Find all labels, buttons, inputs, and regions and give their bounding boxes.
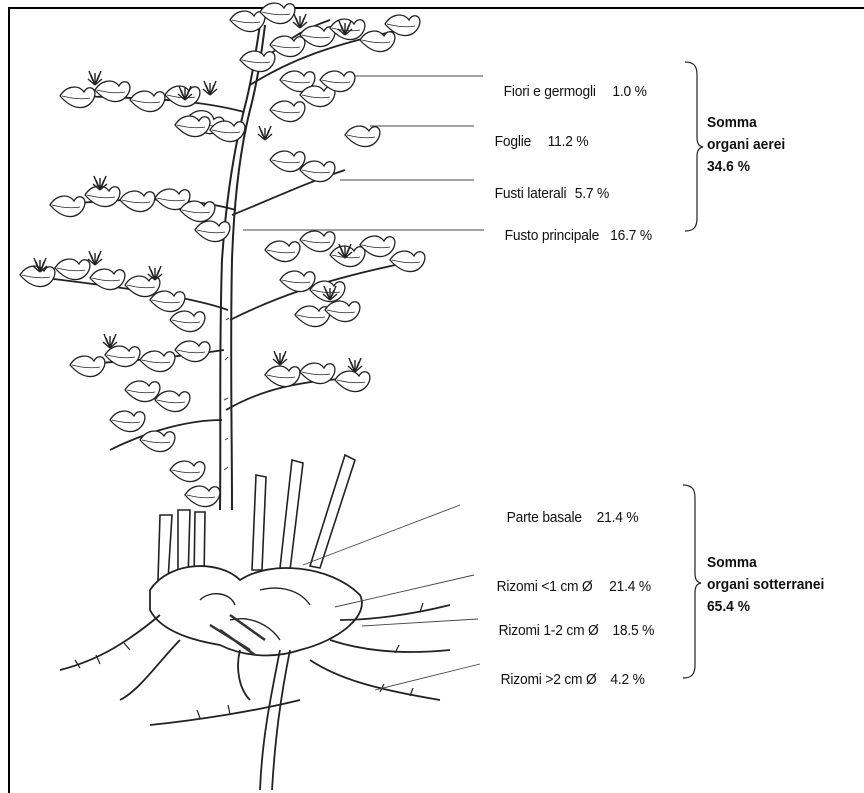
label-name: Fusto principale (505, 227, 599, 244)
aerial-sum-line2: organi aerei (707, 134, 785, 156)
label-name: Rizomi >2 cm Ø (501, 671, 597, 688)
underground-sum-line1: Somma (707, 552, 824, 574)
label-name: Fiori e germogli (504, 83, 596, 100)
label-value: 1.0 % (612, 83, 646, 100)
aerial-sum-line1: Somma (707, 112, 785, 134)
main-stem (220, 25, 265, 510)
brace-underground (683, 485, 701, 678)
label-leaves: Foglie 11.2 % (480, 116, 588, 167)
label-name: Fusti laterali (495, 185, 567, 202)
label-rhizomes-1-2cm: Rizomi 1-2 cm Ø 18.5 % (484, 605, 654, 656)
label-name: Parte basale (507, 509, 582, 526)
label-value: 21.4 % (597, 509, 639, 526)
underground-sum-value: 65.4 % (707, 596, 824, 618)
label-basal-part: Parte basale 21.4 % (492, 492, 638, 543)
label-value: 4.2 % (610, 671, 644, 688)
brace-aerial (685, 62, 703, 231)
aerial-sum: Somma organi aerei 34.6 % (707, 112, 785, 178)
label-flowers-buds: Fiori e germogli 1.0 % (489, 66, 647, 117)
underground-sum: Somma organi sotterranei 65.4 % (707, 552, 824, 618)
underground-sum-line2: organi sotterranei (707, 574, 824, 596)
root-crown (150, 566, 362, 655)
label-name: Rizomi <1 cm Ø (497, 578, 593, 595)
label-name: Foglie (495, 133, 531, 150)
label-value: 11.2 % (548, 133, 589, 150)
label-name: Rizomi 1-2 cm Ø (499, 622, 599, 639)
label-value: 16.7 % (610, 227, 652, 244)
label-main-stem: Fusto principale 16.7 % (490, 210, 652, 261)
label-value: 18.5 % (612, 622, 654, 639)
label-value: 21.4 % (609, 578, 651, 595)
label-value: 5.7 % (575, 185, 609, 202)
label-rhizomes-over-2cm: Rizomi >2 cm Ø 4.2 % (486, 654, 645, 705)
aerial-sum-value: 34.6 % (707, 156, 785, 178)
